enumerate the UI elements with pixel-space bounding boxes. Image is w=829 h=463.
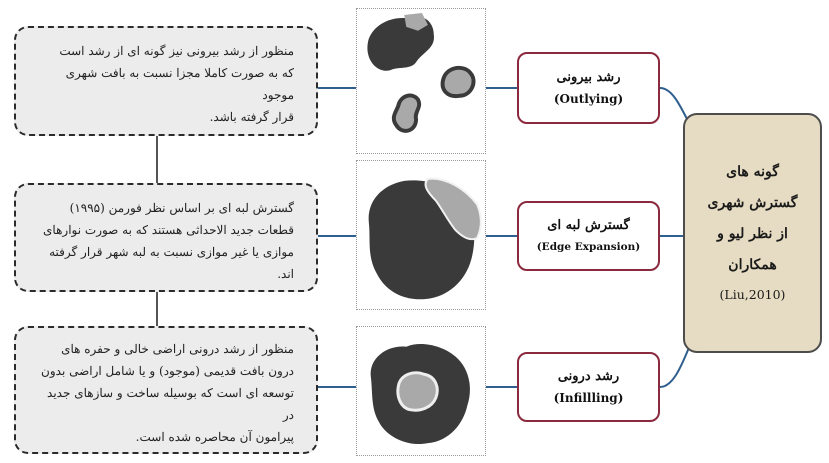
edge-growth-strip	[424, 177, 482, 241]
type-label-en: (Edge Expansion)	[536, 241, 641, 253]
description-edge-expansion: گسترش لبه ای بر اساس نظر فورمن (۱۹۹۵) قط…	[14, 183, 318, 292]
center-line: گسترش شهری	[707, 195, 798, 211]
type-edge-expansion: گسترش لبه ای (Edge Expansion)	[517, 201, 660, 271]
type-infilling: رشد درونی (Infillling)	[517, 352, 660, 422]
description-line: پیرامون آن محاصره شده است.	[135, 430, 294, 444]
description-line: موازی یا غیر موازی نسبت به لبه شهر قرار …	[49, 245, 294, 281]
outlying-patch	[440, 65, 476, 99]
description-infilling: منظور از رشد درونی اراضی خالی و حفره های…	[14, 326, 318, 454]
description-line: قطعات جدید الاحداثی هستند که به صورت نوا…	[43, 223, 294, 237]
infill-patch	[396, 371, 439, 412]
edge-expansion-illustration	[356, 160, 486, 310]
type-label-fa: گسترش لبه ای	[547, 218, 630, 233]
center-line: گونه های	[726, 164, 779, 180]
urban-expansion-types-box: گونه های گسترش شهری از نظر لیو و همکاران…	[683, 113, 822, 353]
outlying-patch	[391, 93, 422, 133]
type-label-en: (Infillling)	[553, 391, 624, 405]
center-line: از نظر لیو و	[717, 226, 788, 242]
infilling-illustration	[356, 326, 486, 456]
new-growth-patch	[404, 13, 428, 31]
description-line: منظور از رشد بیرونی نیز گونه ای از رشد ا…	[59, 44, 294, 58]
type-label-fa: رشد بیرونی	[556, 70, 621, 85]
type-label-en: (Outlying)	[553, 92, 624, 106]
center-citation: (Liu,2010)	[719, 287, 786, 302]
type-label-fa: رشد درونی	[557, 369, 620, 384]
description-line: توسعه ای است که بوسیله ساخت و سازهای جدی…	[47, 386, 294, 422]
outlying-illustration	[356, 8, 486, 154]
description-line: درون بافت قدیمی (موجود) و یا شامل اراضی …	[41, 364, 294, 378]
description-line: که به صورت کاملا مجزا نسبت به بافت شهری …	[65, 66, 294, 102]
description-line: منظور از رشد درونی اراضی خالی و حفره های	[61, 342, 294, 356]
center-line: همکاران	[728, 257, 777, 273]
description-line: قرار گرفته باشد.	[209, 110, 294, 124]
description-line: گسترش لبه ای بر اساس نظر فورمن (۱۹۹۵)	[69, 201, 294, 215]
type-outlying: رشد بیرونی (Outlying)	[517, 52, 660, 124]
description-outlying: منظور از رشد بیرونی نیز گونه ای از رشد ا…	[14, 26, 318, 136]
